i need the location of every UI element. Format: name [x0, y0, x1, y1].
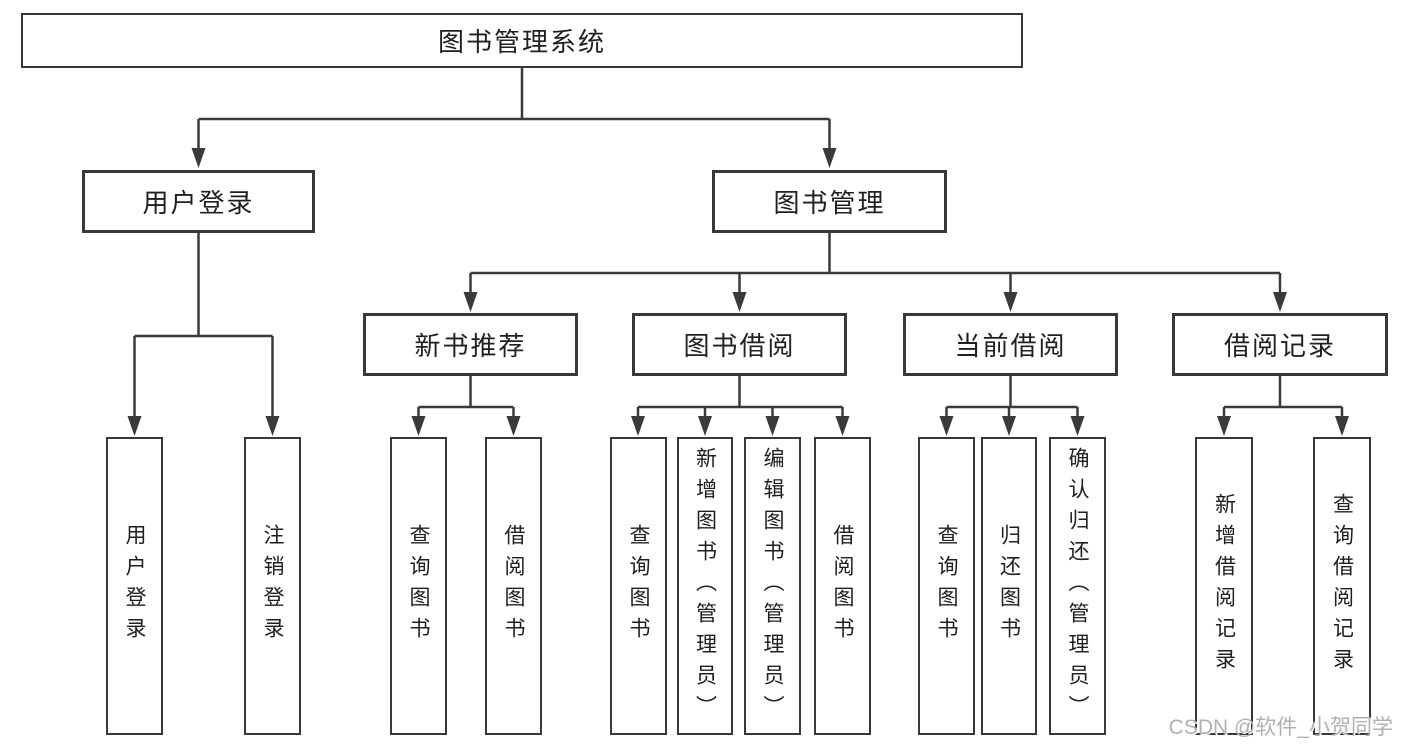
leaf-user-login-label: 用户登录 — [123, 524, 147, 648]
leaf-query-borrow-record: 查询借阅记录 — [1313, 437, 1371, 735]
node-borrowing-records: 借阅记录 — [1172, 313, 1388, 376]
connector-current-borrowing-to-leaves — [939, 376, 1085, 436]
leaf-add-borrow-record: 新增借阅记录 — [1195, 437, 1253, 735]
leaf-add-books-admin: 新增图书（管理员） — [677, 437, 733, 735]
leaf-query-books-current: 查询图书 — [918, 437, 975, 735]
connector-new-book-recommend-to-leaves — [411, 376, 521, 436]
connector-user-login-to-leaves — [127, 233, 280, 436]
node-library-management-system: 图书管理系统 — [21, 13, 1023, 68]
leaf-confirm-return-admin-label: 确认归还（管理员） — [1066, 446, 1090, 726]
leaf-query-books-borrowing-label: 查询图书 — [627, 524, 651, 648]
leaf-query-borrow-record-label: 查询借阅记录 — [1330, 493, 1354, 679]
leaf-query-books-recommend: 查询图书 — [390, 437, 447, 735]
leaf-query-books-borrowing: 查询图书 — [610, 437, 667, 735]
leaf-logout-login-label: 注销登录 — [261, 524, 285, 648]
leaf-query-books-current-label: 查询图书 — [935, 524, 959, 648]
leaf-return-books: 归还图书 — [981, 437, 1037, 735]
node-user-login: 用户登录 — [82, 170, 315, 233]
leaf-query-books-recommend-label: 查询图书 — [407, 524, 431, 648]
connector-book-borrowing-to-leaves — [631, 376, 850, 436]
leaf-confirm-return-admin: 确认归还（管理员） — [1049, 437, 1106, 735]
watermark: CSDN @软件_小贺同学 — [1168, 716, 1393, 739]
leaf-borrow-books-recommend-label: 借阅图书 — [502, 524, 526, 648]
leaf-add-books-admin-label: 新增图书（管理员） — [693, 446, 717, 726]
node-new-book-recommend: 新书推荐 — [363, 313, 578, 376]
leaf-return-books-label: 归还图书 — [997, 524, 1021, 648]
leaf-logout-login: 注销登录 — [244, 437, 301, 735]
leaf-borrow-books-borrowing-label: 借阅图书 — [831, 524, 855, 648]
leaf-user-login: 用户登录 — [106, 437, 163, 735]
node-book-management: 图书管理 — [712, 170, 947, 233]
connector-borrowing-records-to-leaves — [1217, 376, 1349, 436]
leaf-edit-books-admin-label: 编辑图书（管理员） — [761, 446, 785, 726]
leaf-borrow-books-borrowing: 借阅图书 — [814, 437, 871, 735]
leaf-add-borrow-record-label: 新增借阅记录 — [1212, 493, 1236, 679]
node-book-borrowing: 图书借阅 — [632, 313, 847, 376]
connector-book-management-to-level3 — [463, 233, 1287, 312]
node-current-borrowing: 当前借阅 — [903, 313, 1118, 376]
leaf-borrow-books-recommend: 借阅图书 — [485, 437, 542, 735]
leaf-edit-books-admin: 编辑图书（管理员） — [744, 437, 801, 735]
connector-root-to-level2 — [191, 68, 837, 168]
